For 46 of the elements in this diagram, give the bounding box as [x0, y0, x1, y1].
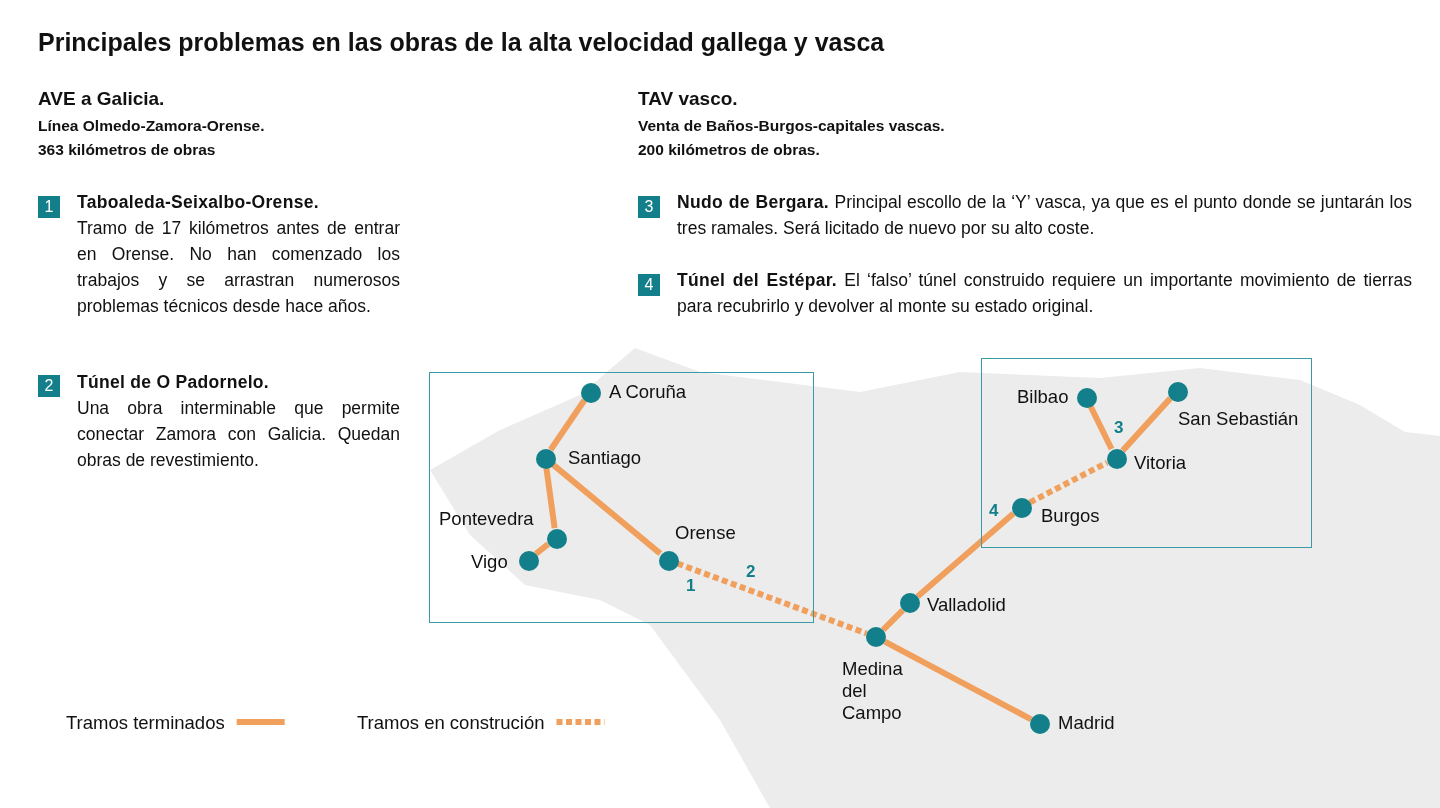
city-label: San Sebastián [1178, 408, 1299, 430]
rail-line [880, 607, 906, 633]
dashed-rail-line [676, 560, 868, 637]
number-badge: 4 [638, 274, 660, 296]
city-label: Madrid [1058, 712, 1115, 734]
rail-line [543, 467, 558, 529]
rail-line [1120, 396, 1173, 453]
number-badge: 2 [38, 375, 60, 397]
subheading: 363 kilómetros de obras [38, 141, 216, 159]
rail-line [883, 639, 1033, 722]
city-label: Bilbao [1017, 386, 1069, 408]
number-badge: 1 [38, 196, 60, 218]
region-frame [429, 372, 814, 623]
subheading: Venta de Baños-Burgos-capitales vascas. [638, 117, 945, 135]
city-label: Burgos [1041, 505, 1100, 527]
paragraph: Túnel de O Padornelo. Una obra interminable que permite conectar Zamora con Galicia. Quedan obras de revestimiento. [77, 371, 400, 472]
rail-line [548, 398, 587, 452]
paragraph: Taboaleda-Seixalbo-Orense. Tramo de 17 kilómetros antes de entrar en Orense. No han comenzado los trabajos y se arrastran numerosos problemas técnicos desde hace años. [77, 191, 400, 318]
legend-label: Tramos en construción [357, 712, 545, 734]
legend-label: Tramos terminados [66, 712, 225, 734]
callout-number: 1 [686, 576, 696, 596]
rail-line [550, 462, 663, 556]
city-label: A Coruña [609, 381, 687, 403]
city-label: Vitoria [1134, 452, 1187, 474]
subheading: Línea Olmedo-Zamora-Orense. [38, 117, 265, 135]
number-badge: 3 [638, 196, 660, 218]
dashed-rail-line [1028, 459, 1109, 506]
rail-line [915, 511, 1016, 599]
paragraph: Nudo de Bergara. Principal escollo de la ‘Y’ vasca, ya que es el punto donde se juntarán los tres ramales. Será licitado de nuevo por su alto coste. [677, 191, 1412, 240]
rail-line [534, 541, 550, 557]
callout-number: 4 [989, 501, 999, 521]
title: Principales problemas en las obras de la alta velocidad gallega y vasca [38, 28, 885, 57]
section-heading: AVE a Galicia. [38, 88, 165, 110]
city-label: Santiago [568, 447, 642, 469]
city-label: Pontevedra [439, 508, 534, 530]
section-heading: TAV vasco. [638, 88, 738, 110]
callout-number: 3 [1114, 418, 1124, 438]
city-label: Valladolid [927, 594, 1006, 616]
subheading: 200 kilómetros de obras. [638, 141, 820, 159]
city-label: Medina del Campo [842, 658, 904, 724]
paragraph: Túnel del Estépar. El ‘falso’ túnel construido requiere un importante movimiento de tierras para recubrirlo y devolver al monte su estado original. [677, 269, 1412, 318]
rail-line [1087, 404, 1115, 451]
city-label: Vigo [471, 551, 508, 573]
callout-number: 2 [746, 562, 756, 582]
region-frame [981, 358, 1312, 548]
city-label: Orense [675, 522, 736, 544]
